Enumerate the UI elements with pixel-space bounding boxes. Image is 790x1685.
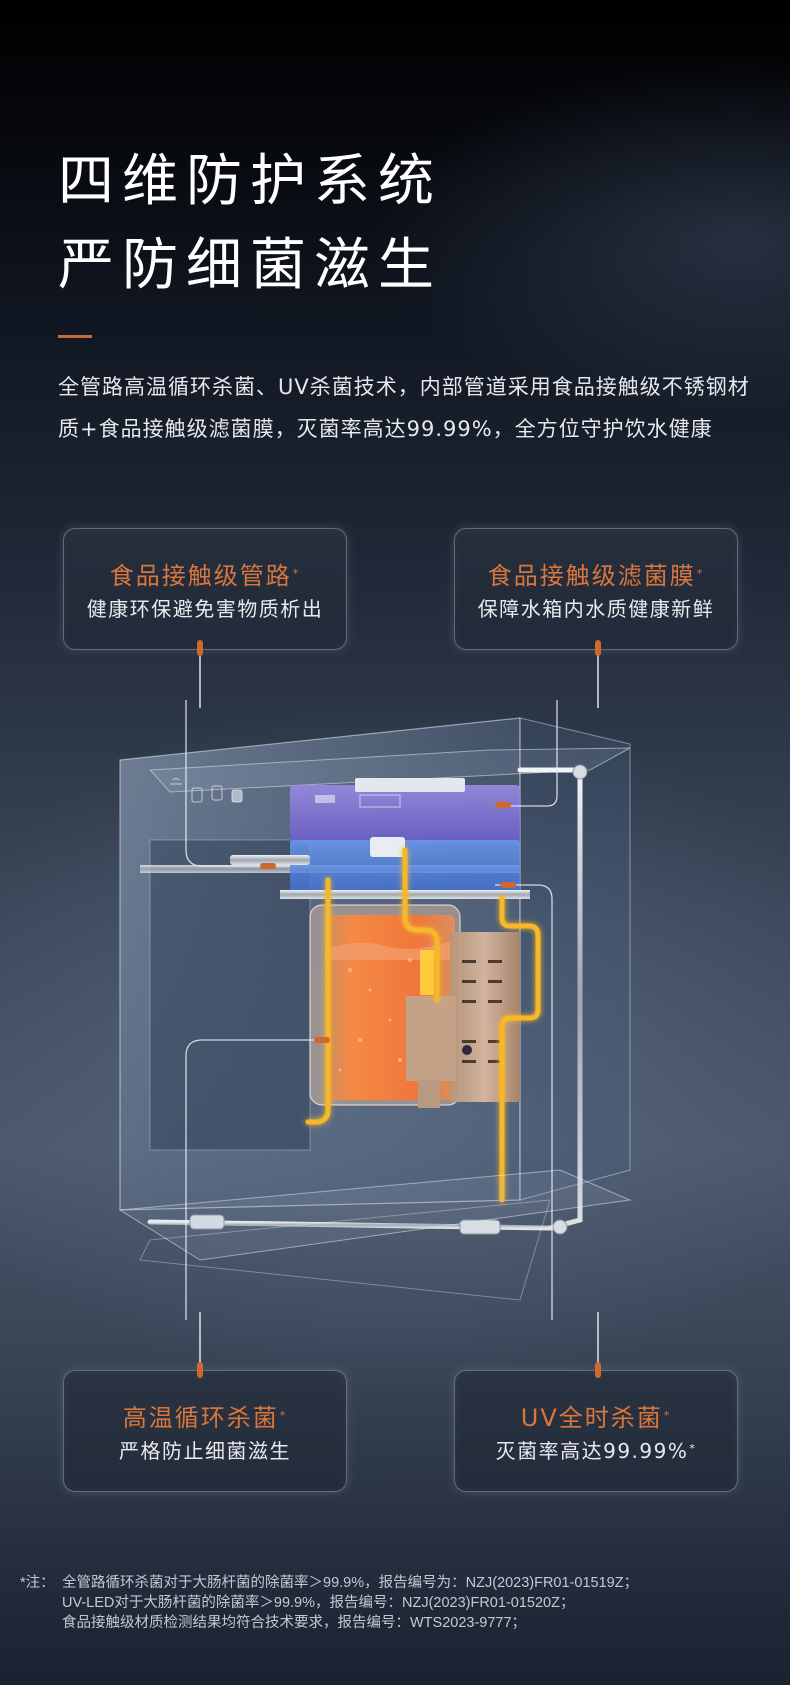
footnote: *注： 全管路循环杀菌对于大肠杆菌的除菌率＞99.9%，报告编号为：NZJ(20… [20, 1573, 780, 1633]
accent-divider [58, 335, 92, 338]
footnote-marker: * [292, 567, 301, 580]
feature-subtitle: 严格防止细菌滋生 [119, 1439, 291, 1463]
callout-pin-top-right [595, 640, 601, 656]
footnote-line-2: UV-LED对于大肠杆菌的除菌率＞99.9%，报告编号：NZJ(2023)FR0… [62, 1595, 575, 1611]
feature-card-food-grade-pipeline: 食品接触级管路* 健康环保避免害物质析出 [63, 528, 347, 650]
feature-subtitle: 保障水箱内水质健康新鲜 [477, 597, 715, 621]
footnote-marker: * [689, 1442, 697, 1455]
footnote-marker: * [279, 1409, 288, 1422]
feature-title: UV全时杀菌 [520, 1404, 663, 1432]
footnote-marker: * [663, 1409, 672, 1422]
page-title-line-2: 严防细菌滋生 [58, 233, 442, 298]
footnote-marker: * [696, 567, 705, 580]
feature-card-food-grade-filter-membrane: 食品接触级滤菌膜* 保障水箱内水质健康新鲜 [454, 528, 738, 650]
feature-title: 高温循环杀菌 [122, 1404, 279, 1432]
footnote-line-3: 食品接触级材质检测结果均符合技术要求，报告编号：WTS2023-9777； [62, 1615, 527, 1631]
connector-line-bottom-left [199, 1312, 201, 1372]
connector-line-top-right [597, 648, 599, 708]
callout-pin-top-left [197, 640, 203, 656]
footnote-prefix: *注： [20, 1575, 55, 1591]
connector-line-top-left [199, 648, 201, 708]
description-text: 全管路高温循环杀菌、UV杀菌技术，内部管道采用食品接触级不锈钢材质+食品接触级滤… [58, 375, 750, 441]
callout-pin-bottom-right [595, 1362, 601, 1378]
feature-title: 食品接触级管路 [109, 562, 292, 590]
callout-pin-bottom-left [197, 1362, 203, 1378]
purifier-cutaway-illustration [118, 700, 632, 1320]
footnote-line-1: 全管路循环杀菌对于大肠杆菌的除菌率＞99.9%，报告编号为：NZJ(2023)F… [62, 1575, 639, 1591]
feature-title: 食品接触级滤菌膜 [487, 562, 696, 590]
feature-subtitle: 灭菌率高达99.99% [495, 1439, 689, 1463]
feature-subtitle: 健康环保避免害物质析出 [86, 597, 324, 621]
feature-card-high-temp-sterilization: 高温循环杀菌* 严格防止细菌滋生 [63, 1370, 347, 1492]
connector-line-bottom-right [597, 1312, 599, 1372]
page-title-line-1: 四维防护系统 [58, 149, 442, 214]
feature-card-uv-sterilization: UV全时杀菌* 灭菌率高达99.99%* [454, 1370, 738, 1492]
